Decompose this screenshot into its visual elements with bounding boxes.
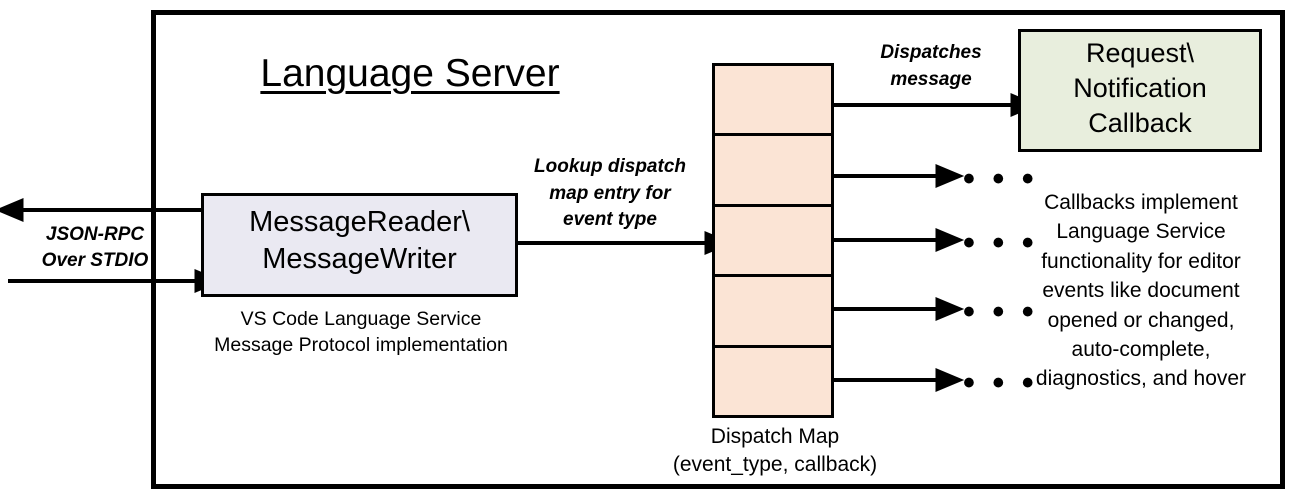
language-server-title: Language Server: [260, 52, 560, 95]
ellipsis-row3: • • •: [963, 224, 1038, 262]
dispatch-map-cell-2[interactable]: [715, 136, 831, 207]
ellipsis-row5: • • •: [963, 364, 1038, 402]
message-reader-writer-caption: VS Code Language Service Message Protoco…: [214, 308, 508, 356]
ellipsis-row2: • • •: [963, 160, 1038, 198]
dispatch-map-cell-4[interactable]: [715, 277, 831, 348]
lookup-dispatch-label: Lookup dispatch map entry for event type: [534, 156, 686, 231]
ellipsis-row4: • • •: [963, 293, 1038, 331]
dispatches-message-label: Dispatches message: [880, 42, 982, 90]
dispatch-map-cell-1[interactable]: [715, 66, 831, 137]
request-notification-callback-label: Request\ Notification Callback: [1073, 38, 1207, 139]
dispatch-map-caption: Dispatch Map (event_type, callback): [672, 425, 878, 477]
dispatch-map-cell-5[interactable]: [715, 348, 831, 415]
dispatch-map-table[interactable]: [712, 63, 834, 418]
jsonrpc-over-stdio-label: JSON-RPC Over STDIO: [41, 224, 149, 271]
callback-description-caption: Callbacks implement Language Service fun…: [1035, 191, 1247, 391]
message-reader-writer-label: MessageReader\ MessageWriter: [249, 206, 470, 276]
dispatch-map-cell-3[interactable]: [715, 207, 831, 278]
message-reader-writer-box[interactable]: [201, 193, 518, 297]
request-notification-callback-box[interactable]: [1018, 29, 1262, 152]
